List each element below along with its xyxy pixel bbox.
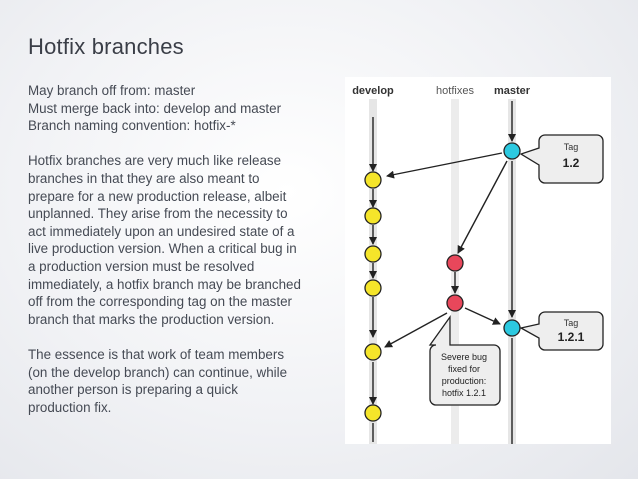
develop-commit xyxy=(364,404,382,422)
hotfixes-header: hotfixes xyxy=(436,85,474,97)
develop-commit xyxy=(364,171,382,189)
paragraph1-line: live production version. When a critical… xyxy=(28,241,297,257)
tag-1-2-label: Tag xyxy=(564,142,579,152)
slide-body: May branch off from: master Must merge b… xyxy=(28,82,333,416)
paragraph1-line: unplanned. They arise from the necessity… xyxy=(28,206,288,222)
hotfix-to-develop-edge xyxy=(384,312,448,348)
paragraph1-line: off from the corresponding tag on the ma… xyxy=(28,294,292,310)
paragraph2-line: another person is preparing a quick xyxy=(28,382,238,398)
intro-line: Branch naming convention: hotfix-* xyxy=(28,118,236,134)
note-line: hotfix 1.2.1 xyxy=(442,388,486,398)
intro-line: May branch off from: master xyxy=(28,83,196,98)
paragraph1-line: Hotfix branches are very much like relea… xyxy=(28,153,282,169)
paragraph1-line: prepare for a new production release, al… xyxy=(28,188,287,204)
master-to-hotfix-edge xyxy=(457,160,508,254)
develop-commit xyxy=(364,207,382,225)
hotfix-to-master-edge xyxy=(464,307,501,325)
tag-1-2-1-version: 1.2.1 xyxy=(558,330,585,344)
tag-1-2-callout: Tag 1.2 xyxy=(519,134,604,184)
diagram-svg: develop hotfixes master xyxy=(352,85,604,444)
master-commit-tag-1-2 xyxy=(503,142,521,160)
develop-header: develop xyxy=(352,85,394,97)
paragraph1-line: branches in that they are also meant to xyxy=(28,170,260,186)
develop-commit xyxy=(364,343,382,361)
paragraph1-line: immediately, a hotfix branch may be bran… xyxy=(28,276,301,292)
hotfix-commit xyxy=(446,254,464,272)
paragraph1-line: a production version must be resolved xyxy=(28,258,255,274)
tag-1-2-version: 1.2 xyxy=(563,156,580,170)
tag-1-2-1-label: Tag xyxy=(564,318,579,328)
tag-1-2-1-callout: Tag 1.2.1 xyxy=(519,311,604,351)
master-header: master xyxy=(494,85,531,97)
note-line: fixed for xyxy=(448,364,480,374)
intro-line: Must merge back into: develop and master xyxy=(28,100,282,116)
develop-commit xyxy=(364,279,382,297)
note-line: Severe bug xyxy=(441,352,487,362)
paragraph1-line: act immediately upon an undesired state … xyxy=(28,223,295,239)
master-to-develop-edge xyxy=(386,152,503,179)
slide-title: Hotfix branches xyxy=(28,34,184,59)
hotfix-branch-diagram: develop hotfixes master xyxy=(345,77,611,444)
master-commit-tag-1-2-1 xyxy=(503,319,521,337)
paragraph1-line: branch that marks the production version… xyxy=(28,311,275,327)
hotfix-commit xyxy=(446,294,464,312)
paragraph2-line: production fix. xyxy=(28,399,112,415)
develop-commit xyxy=(364,245,382,263)
paragraph2-line: The essence is that work of team members xyxy=(28,346,285,362)
severe-bug-note: Severe bug fixed for production: hotfix … xyxy=(428,314,501,406)
paragraph2-line: (on the develop branch) can continue, wh… xyxy=(28,364,288,380)
note-line: production: xyxy=(442,376,487,386)
